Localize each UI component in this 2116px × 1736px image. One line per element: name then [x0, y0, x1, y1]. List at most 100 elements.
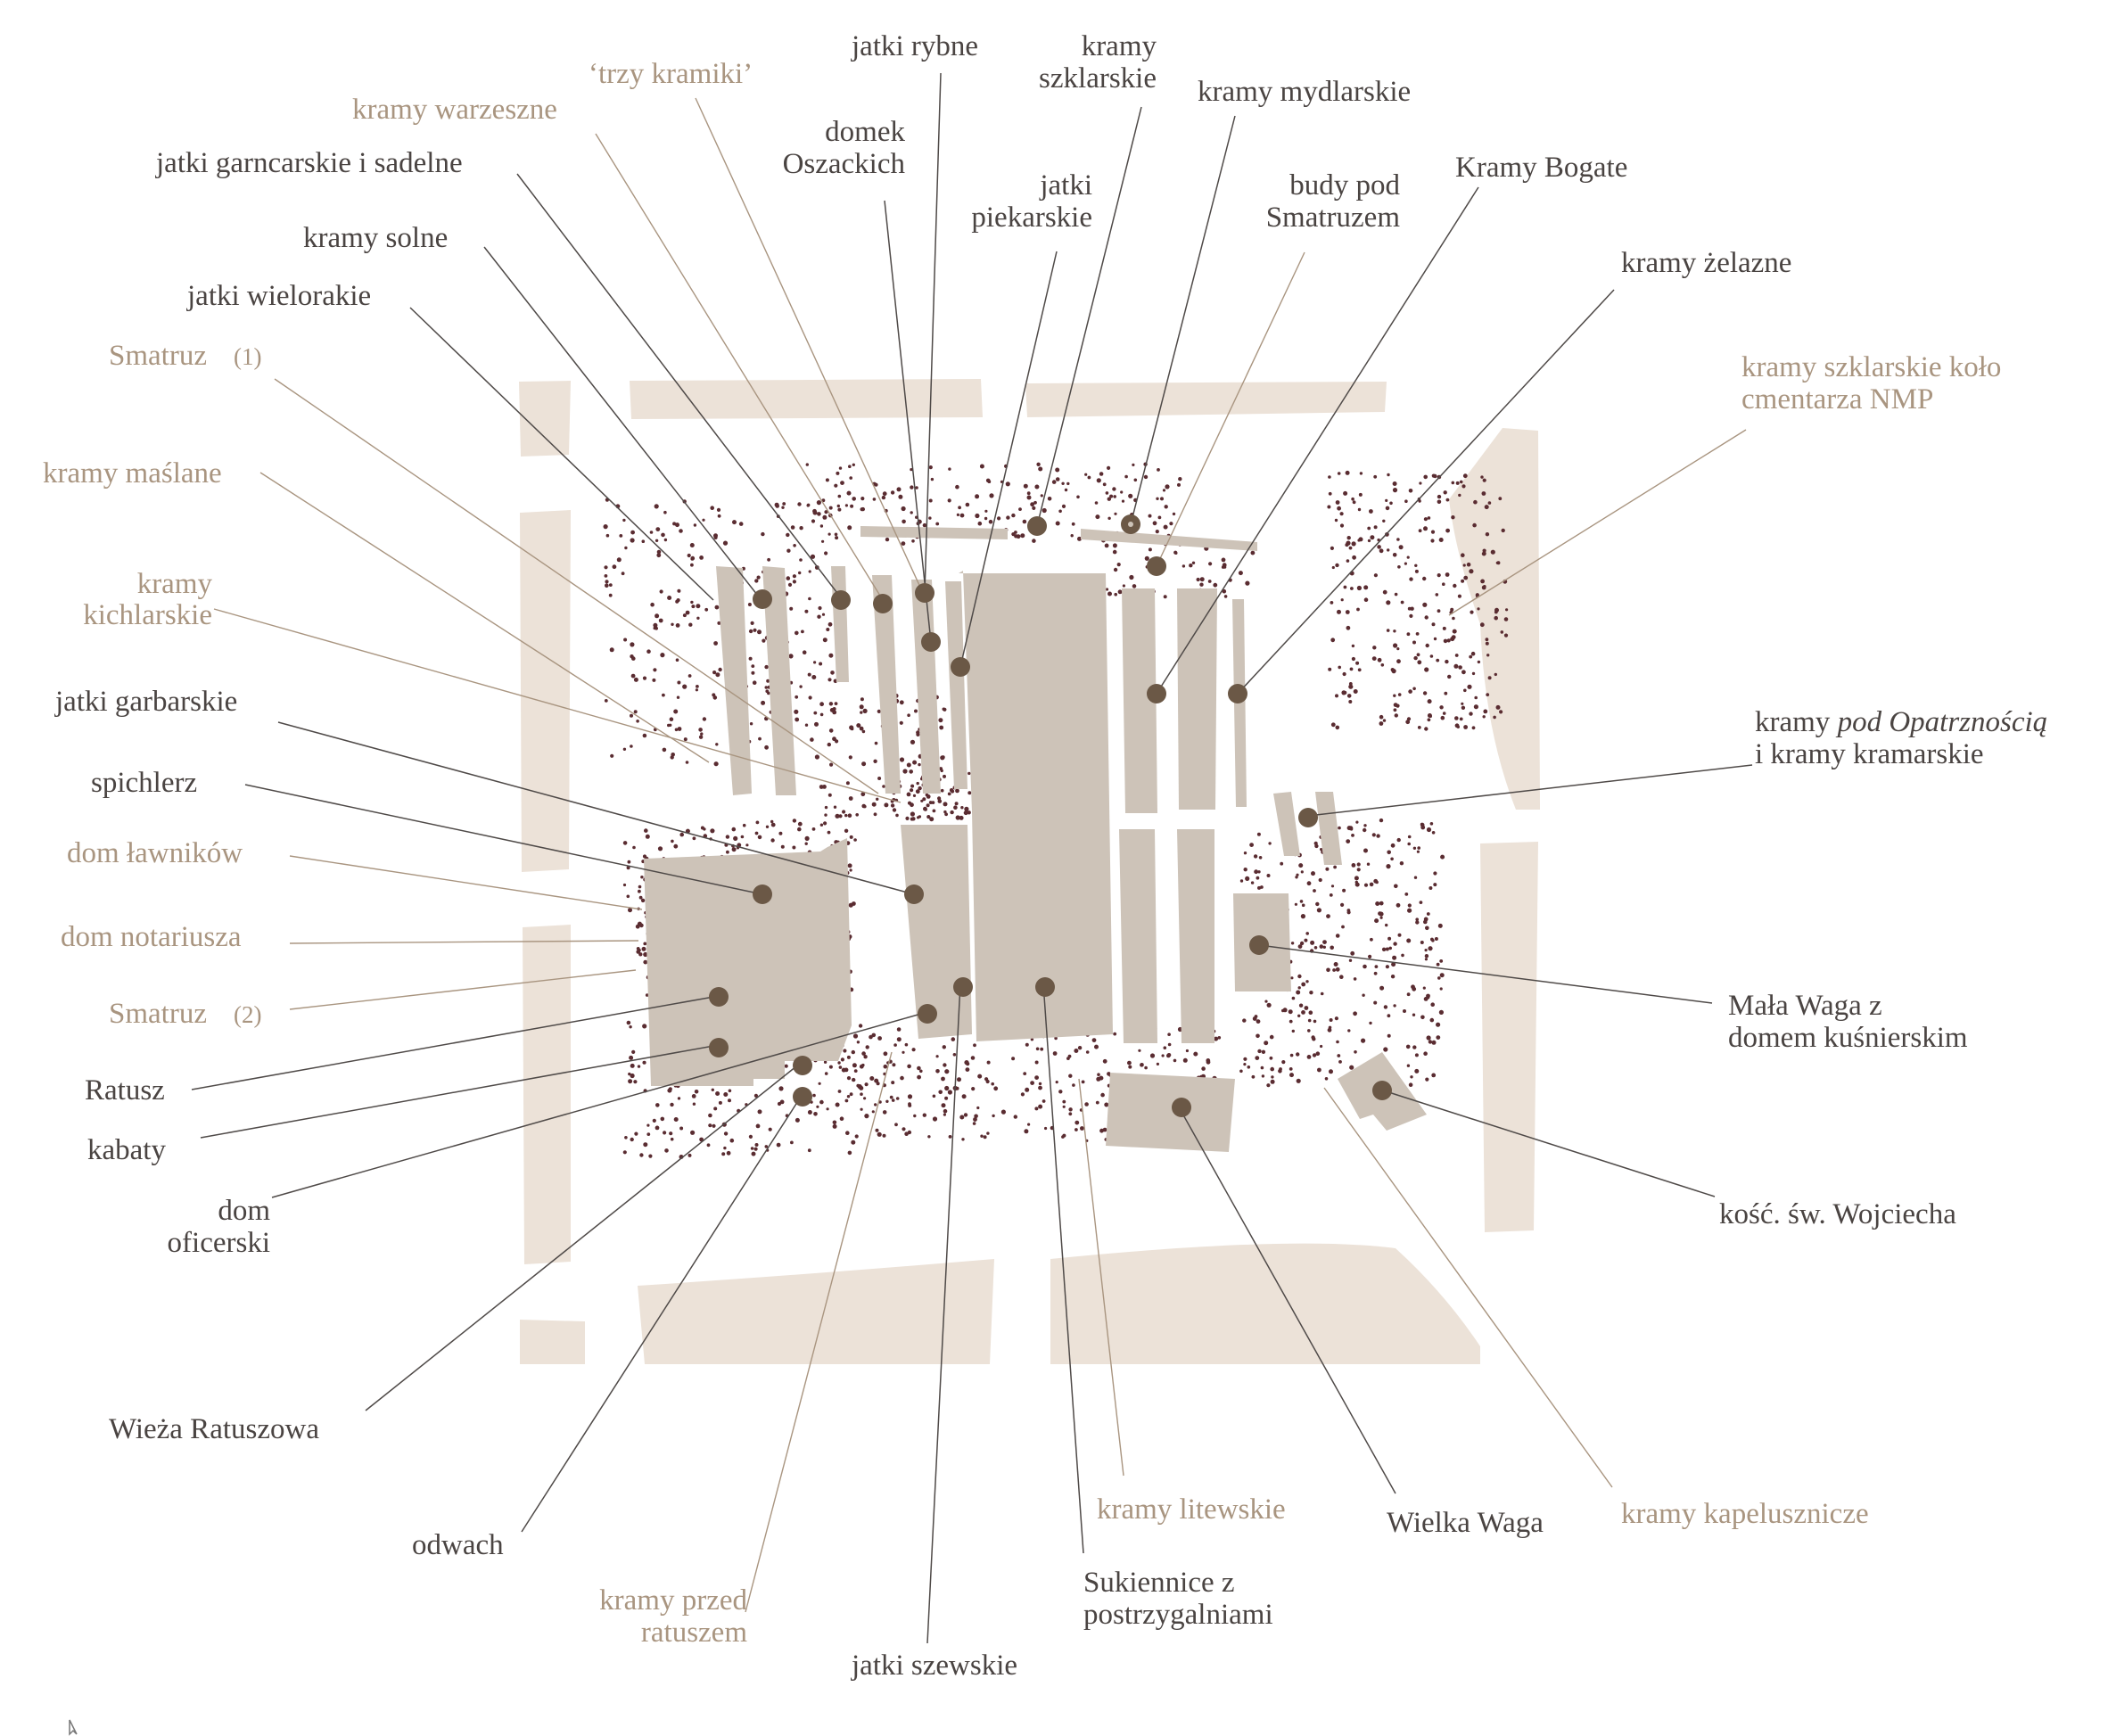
marker-jatki-wielorakie[interactable] — [753, 589, 772, 609]
stall-dot — [1294, 902, 1297, 906]
leader-dom-notariusza — [289, 940, 639, 944]
stall-dot — [1487, 676, 1492, 680]
stall-dot — [642, 1060, 646, 1065]
label-dom-oficerski: dom — [218, 1195, 270, 1227]
stall-dot — [1387, 1033, 1391, 1038]
stall-dot — [1369, 882, 1374, 887]
stall-dot — [950, 810, 954, 815]
stall-dot — [1469, 654, 1473, 659]
stall-dot — [859, 1064, 864, 1069]
label-wieza-ratuszowa: Wieża Ratuszowa — [109, 1413, 319, 1445]
stall-dot — [693, 523, 697, 527]
marker-kramy-szklarskie[interactable] — [1027, 516, 1047, 536]
marker-kramy-zelazne[interactable] — [1228, 684, 1247, 703]
stall-dot — [1016, 534, 1021, 539]
stall-dot — [816, 500, 822, 506]
mouse-pointer-icon — [69, 1719, 78, 1736]
stall-dot — [1397, 933, 1402, 937]
stall-dot — [1295, 876, 1298, 879]
stall-dot — [1023, 483, 1028, 489]
marker-jatki-szewskie[interactable] — [953, 977, 973, 997]
stall-dot — [894, 1123, 898, 1127]
stall-dot — [687, 674, 692, 678]
stall-dot — [1348, 700, 1353, 703]
marker-jatki-garncarskie[interactable] — [873, 594, 893, 613]
stall-dot — [1467, 684, 1472, 689]
marker-kramy-bogate[interactable] — [1147, 684, 1166, 703]
stall-dot — [856, 723, 861, 728]
stall-dot — [1462, 564, 1466, 567]
stall-dot — [860, 697, 864, 702]
stall-dot — [633, 677, 638, 682]
stall-dot — [722, 540, 729, 546]
stall-dot — [1394, 592, 1398, 596]
stall-dot — [1338, 826, 1341, 830]
stall-dot — [1453, 663, 1459, 669]
marker-spichlerz[interactable] — [753, 884, 772, 904]
label-ratusz: Ratusz — [85, 1074, 165, 1107]
label-jatki-wielorakie: jatki wielorakie — [186, 280, 371, 312]
label-smatruz-2-number: (2) — [234, 1001, 261, 1028]
stall-dot — [1328, 1025, 1332, 1030]
stall-dot — [603, 524, 608, 530]
leader-domek-oszackich — [884, 200, 932, 643]
stall-dot — [631, 1049, 636, 1054]
stall-dot — [979, 464, 984, 469]
marker-kosc-wojciecha[interactable] — [1372, 1081, 1392, 1100]
stall-dot — [1454, 654, 1459, 657]
marker-domek-oszackich[interactable] — [921, 632, 941, 652]
marker-budy-pod-smatruzem[interactable] — [1147, 556, 1166, 576]
stall-dot — [966, 1062, 970, 1066]
marker-mala-waga[interactable] — [1249, 935, 1269, 955]
stall-dot — [1379, 916, 1383, 919]
marker-kramy-solne[interactable] — [831, 590, 851, 610]
stall-dot — [640, 898, 646, 903]
stall-dot — [862, 708, 868, 714]
stall-dot — [848, 902, 853, 908]
stall-dot — [702, 717, 707, 721]
marker-jatki-rybne[interactable] — [915, 583, 934, 603]
stall-dot — [770, 819, 774, 824]
stall-dot — [1385, 498, 1388, 503]
stall-dot — [1329, 1069, 1333, 1074]
stall-dot — [679, 529, 683, 533]
marker-odwach[interactable] — [793, 1087, 812, 1107]
stall-dot — [1107, 516, 1111, 520]
stall-dot — [972, 1122, 976, 1125]
stall-dot — [849, 1092, 853, 1097]
marker-sukiennice[interactable] — [1035, 977, 1055, 997]
marker-wielka-waga[interactable] — [1172, 1098, 1191, 1117]
stall-dot — [1348, 959, 1353, 962]
marker-ratusz[interactable] — [709, 987, 729, 1007]
stall-dot — [1362, 993, 1365, 997]
stall-dot — [805, 463, 809, 466]
marker-kabaty[interactable] — [709, 1038, 729, 1057]
stall-dot — [1377, 545, 1381, 549]
marker-jatki-piekarskie[interactable] — [951, 657, 970, 677]
stall-dot — [910, 468, 913, 472]
marker-kramy-kramarskie[interactable] — [1298, 808, 1318, 827]
stall-dot — [717, 621, 721, 625]
stall-dot — [683, 737, 687, 742]
stall-dot — [674, 728, 679, 732]
stall-dot — [1482, 715, 1486, 719]
stall-dot — [1113, 567, 1118, 572]
stall-dot — [1463, 575, 1469, 580]
stall-dot — [1431, 622, 1436, 627]
marker-dom-oficerski[interactable] — [918, 1004, 937, 1024]
stall-dot — [1330, 638, 1336, 643]
stall-dot — [797, 827, 802, 832]
stall-dot — [1257, 1049, 1262, 1054]
stall-dot — [980, 1134, 984, 1138]
stall-dot — [1390, 975, 1396, 979]
stall-dot — [776, 1142, 781, 1148]
stall-dot — [918, 815, 922, 819]
stall-dot — [1390, 857, 1394, 861]
stall-dot — [1339, 512, 1344, 516]
stall-dot — [1406, 992, 1411, 997]
marker-wieza-ratuszowa[interactable] — [793, 1056, 812, 1075]
stall-dot — [955, 788, 959, 794]
marker-jatki-garbarskie[interactable] — [904, 884, 924, 904]
stall-dot — [1397, 565, 1401, 569]
stall-dot — [928, 516, 932, 520]
